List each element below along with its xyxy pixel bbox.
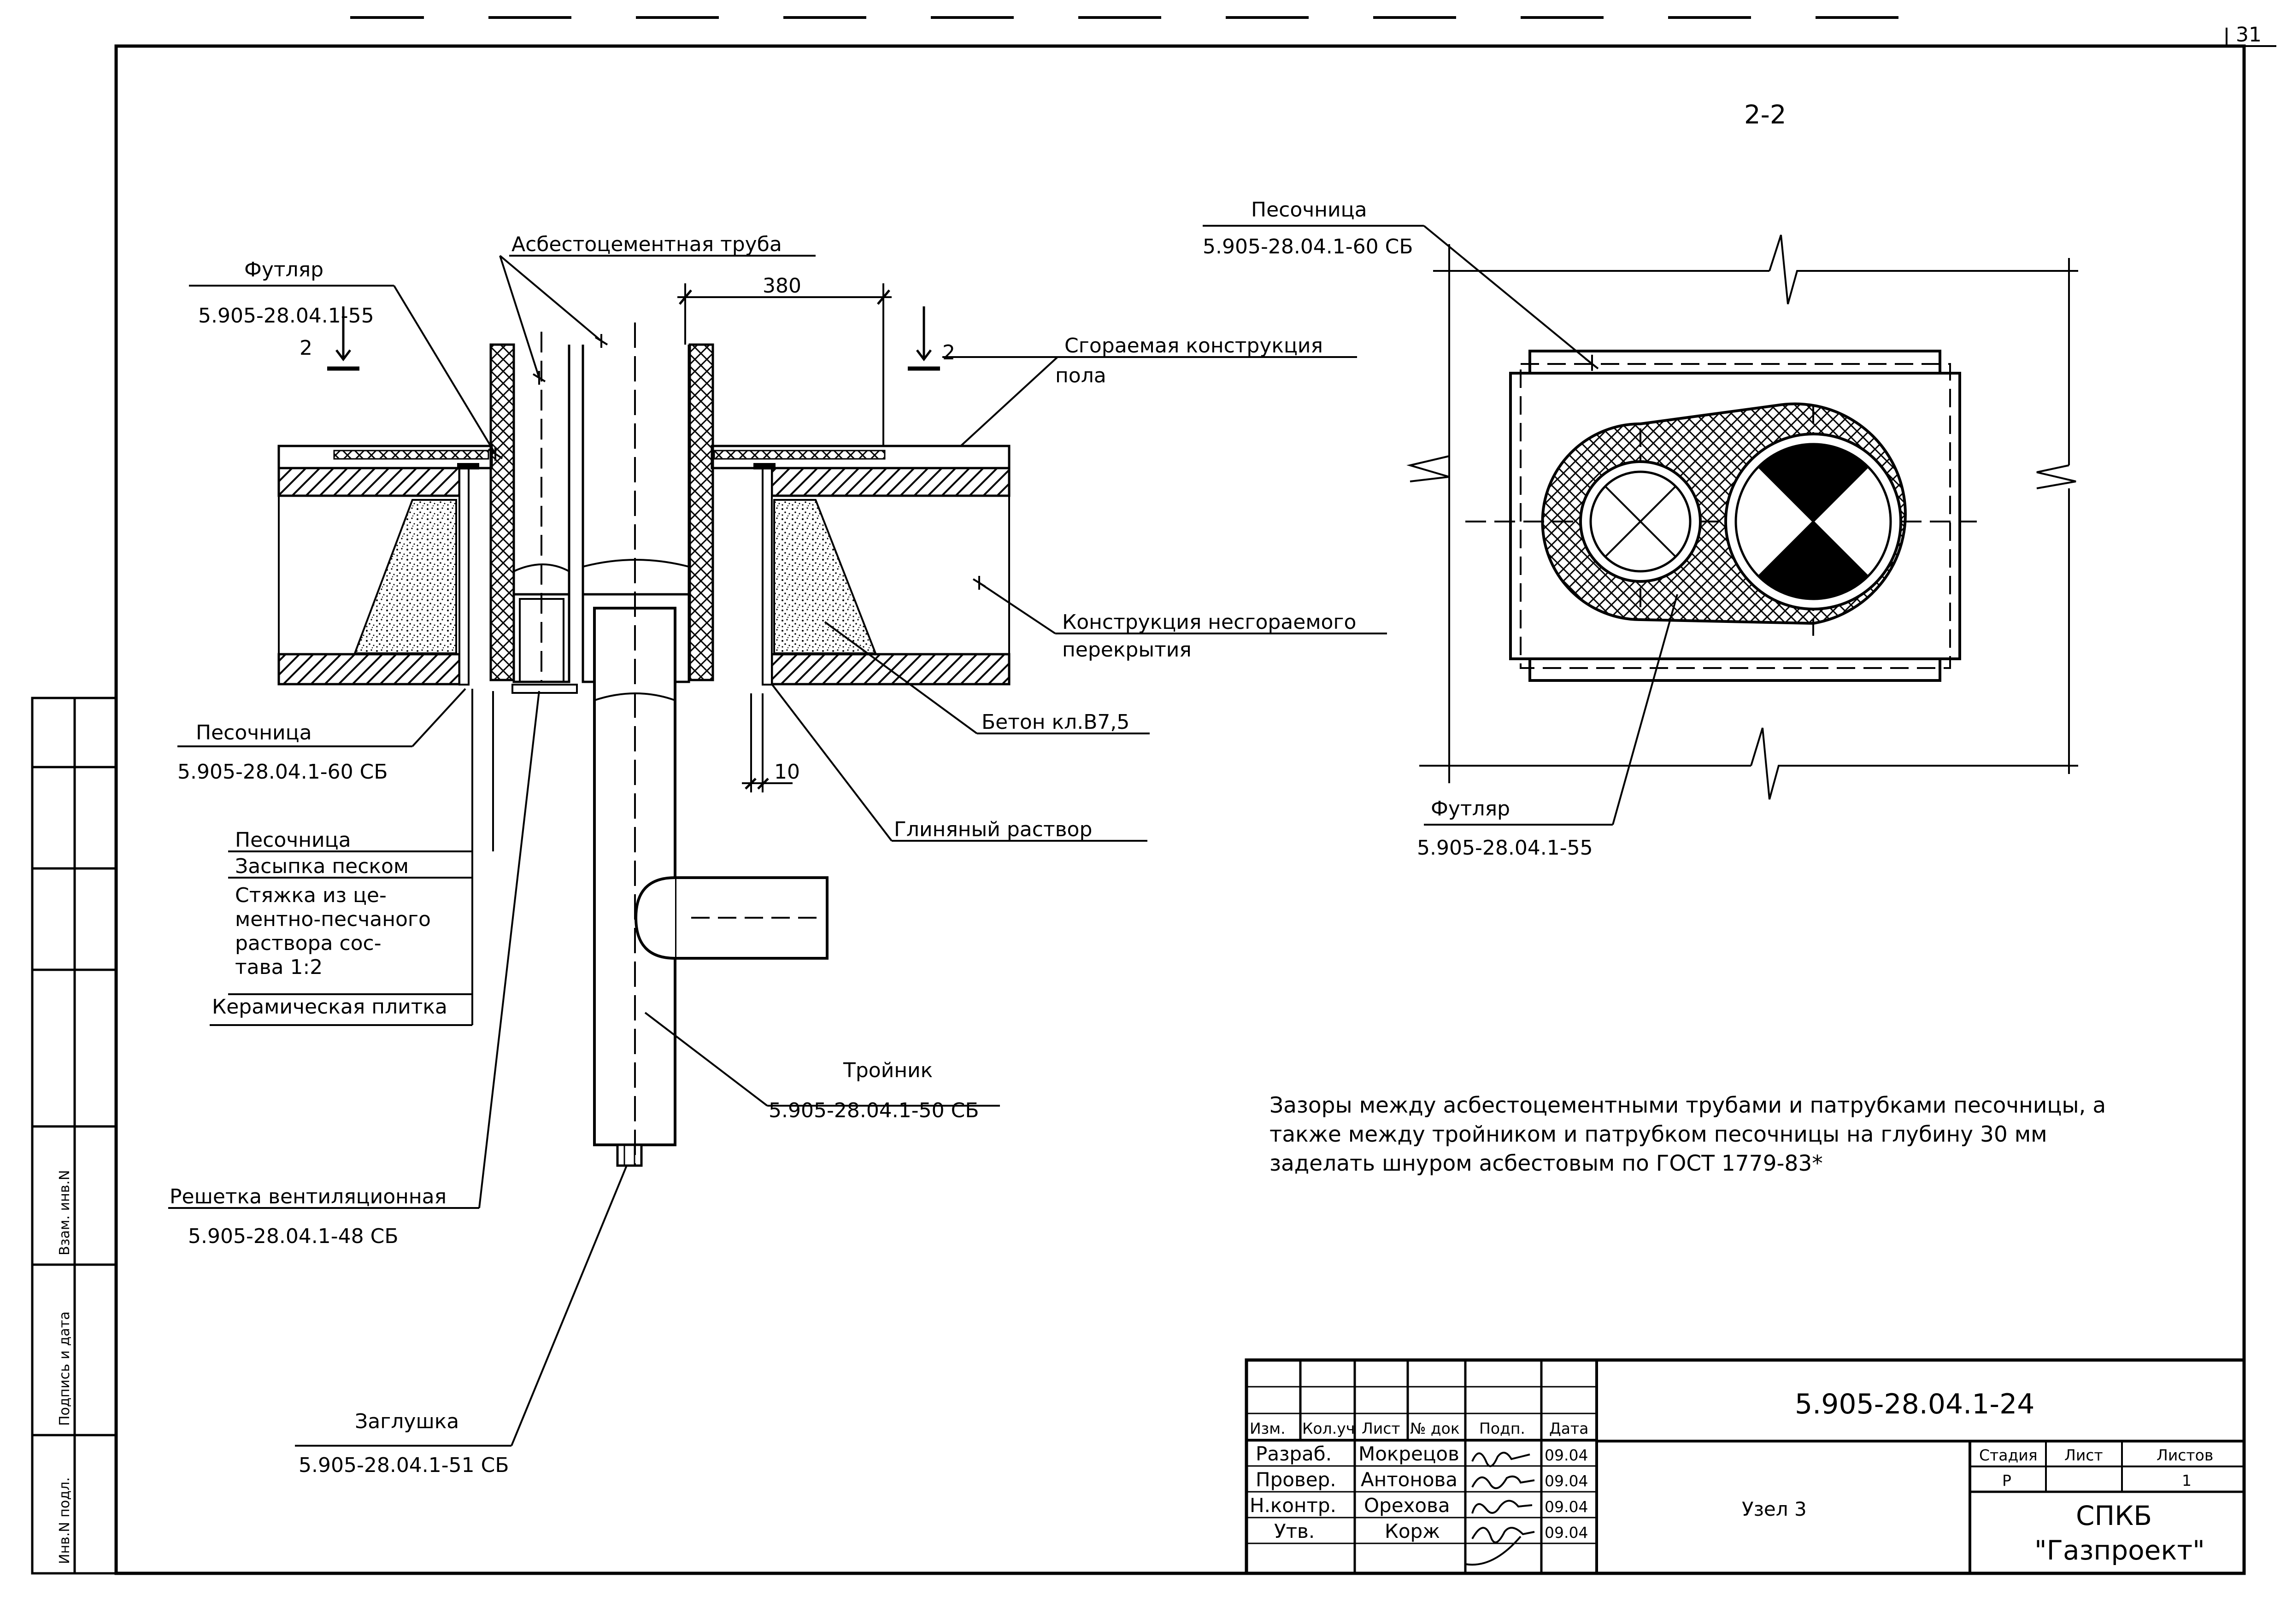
legend-screed-1: Стяжка из це- [235, 884, 387, 907]
tb-cipher: 5.905-28.04.1-24 [1795, 1388, 2034, 1420]
tb-node-title: Узел 3 [1742, 1498, 1807, 1520]
label-concrete: Бетон кл.В7,5 [981, 710, 1129, 734]
tb-date-developer: 09.04 [1545, 1446, 1588, 1464]
slab-section [277, 445, 1011, 686]
tb-sheet-header: Лист [2064, 1446, 2103, 1464]
tb-date-checker: 09.04 [1545, 1472, 1588, 1490]
label-noncombustible-2: перекрытия [1062, 638, 1192, 662]
sheet-frame [114, 44, 2246, 1575]
tb-header-sign: Подп. [1479, 1419, 1525, 1437]
tb-role-developer: Разраб. [1256, 1442, 1332, 1465]
cut-mark-left: 2 [300, 336, 312, 360]
label-plug-code: 5.905-28.04.1-51 СБ [299, 1454, 509, 1477]
section-2-2-title: 2-2 [1744, 100, 1786, 130]
legend-sandbox: Песочница [235, 828, 351, 852]
tb-role-checker: Провер. [1256, 1468, 1336, 1491]
tb-header-sheet: Лист [1362, 1419, 1400, 1437]
label-plug-name: Заглушка [355, 1410, 459, 1433]
tb-name-checker: Антонова [1361, 1468, 1457, 1491]
note-line-3: заделать шнуром асбестовым по ГОСТ 1779-… [1269, 1151, 1823, 1176]
tb-sheets-header: Листов [2157, 1446, 2213, 1464]
tb-role-approver: Утв. [1274, 1520, 1315, 1542]
side-stamp [31, 697, 118, 1575]
side-stamp-label-inventory: Инв.N подл. [57, 1477, 73, 1564]
tb-role-normcontrol: Н.контр. [1250, 1494, 1336, 1517]
sheet-number: 31 [2236, 23, 2262, 47]
cut-mark-right: 2 [942, 341, 955, 364]
legend-sand-fill: Засыпка песком [235, 855, 409, 878]
label-combustible-1: Сгораемая конструкция [1064, 334, 1323, 358]
tb-date-approver: 09.04 [1545, 1524, 1588, 1542]
label-sandbox-name: Песочница [196, 721, 312, 745]
section-leaders [1203, 225, 1678, 826]
label-sandbox-code: 5.905-28.04.1-60 СБ [177, 760, 388, 784]
cut-marks [327, 306, 940, 371]
label-grille-name: Решетка вентиляционная [170, 1185, 447, 1208]
section-label-sandbox-name: Песочница [1251, 198, 1367, 222]
pipe-assembly [489, 322, 829, 1167]
legend-screed-2: ментно-песчаного [235, 908, 431, 931]
tb-date-normcontrol: 09.04 [1545, 1498, 1588, 1516]
label-grille-code: 5.905-28.04.1-48 СБ [188, 1225, 399, 1248]
note-line-1: Зазоры между асбестоцементными трубами и… [1269, 1093, 2106, 1118]
tb-org-line-1: СПКБ [2076, 1500, 2152, 1531]
tb-stage-header: Стадия [1979, 1446, 2038, 1464]
tb-header-date: Дата [1549, 1419, 1588, 1437]
title-block [1245, 1358, 2246, 1575]
tb-signatures [1465, 1452, 1535, 1566]
tb-header-count: Кол.уч [1302, 1419, 1355, 1437]
dimension-380-label: 380 [763, 274, 801, 298]
legend-ceramic-tile: Керамическая плитка [212, 995, 447, 1019]
tb-name-approver: Корж [1385, 1520, 1440, 1542]
sandbox-plate [1541, 402, 1907, 625]
label-combustible-2: пола [1055, 364, 1106, 387]
tb-stage-value: Р [2002, 1472, 2011, 1489]
dimension-10-label: 10 [774, 760, 800, 784]
label-futlyar-code: 5.905-28.04.1-55 [198, 304, 374, 328]
side-stamp-label-signature: Подпись и дата [57, 1312, 73, 1426]
dimension-380 [677, 283, 892, 446]
label-noncombustible-1: Конструкция несгораемого [1062, 610, 1356, 634]
section-label-futlyar-code: 5.905-28.04.1-55 [1417, 836, 1593, 860]
side-stamp-label-replace: Взам. инв.N [57, 1170, 73, 1255]
label-tee-name: Тройник [843, 1059, 933, 1082]
dimension-10 [742, 693, 793, 792]
leader-ticks [488, 334, 986, 590]
label-clay-mortar: Глиняный раствор [894, 818, 1092, 841]
tb-sheets-value: 1 [2182, 1472, 2192, 1489]
section-label-sandbox-code: 5.905-28.04.1-60 СБ [1203, 235, 1413, 258]
label-futlyar-name: Футляр [244, 258, 323, 281]
tb-org-line-2: "Газпроект" [2034, 1535, 2205, 1566]
tb-name-normcontrol: Орехова [1364, 1494, 1450, 1517]
section-label-futlyar-name: Футляр [1431, 797, 1510, 821]
leader-lines [168, 255, 1387, 1447]
tb-header-change: Изм. [1250, 1419, 1286, 1437]
legend-screed-4: тава 1:2 [235, 956, 323, 979]
label-tee-code: 5.905-28.04.1-50 СБ [769, 1099, 979, 1122]
tb-header-docno: № док [1410, 1419, 1460, 1437]
note-line-2: также между тройником и патрубком песочн… [1269, 1122, 2047, 1147]
tb-name-developer: Мокрецов [1358, 1442, 1459, 1465]
label-asbestos-pipe: Асбестоцементная труба [511, 233, 782, 256]
legend-screed-3: раствора сос- [235, 932, 382, 955]
